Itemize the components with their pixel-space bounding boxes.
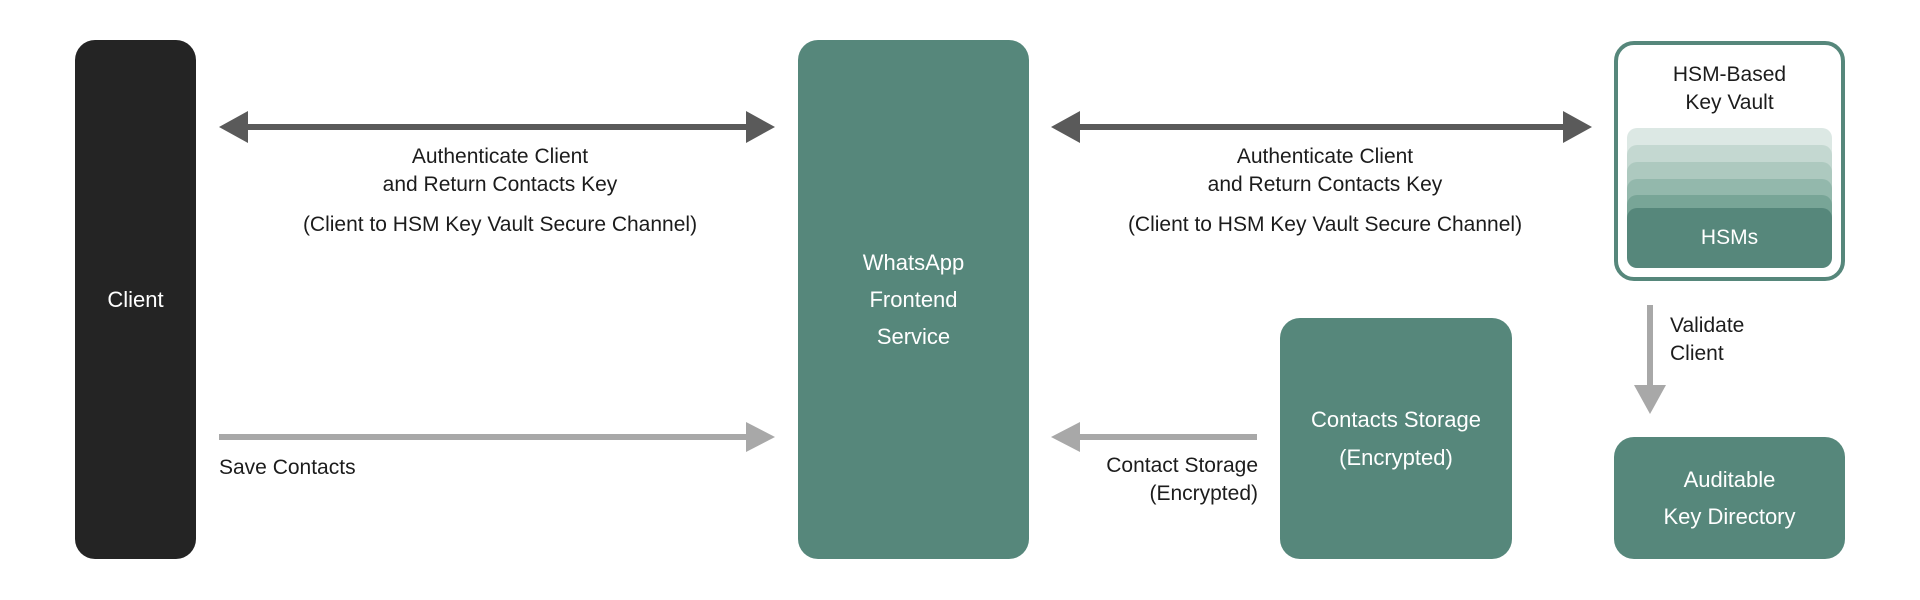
- hsms-box: HSMs: [1627, 208, 1832, 268]
- arrow-client-frontend-auth: [219, 111, 775, 143]
- contact-storage-label: Contact Storage (Encrypted): [1040, 452, 1258, 508]
- frontend-label-line-1: WhatsApp: [862, 250, 965, 275]
- auth-label-line-3: (Client to HSM Key Vault Secure Channel): [1127, 213, 1523, 236]
- auth-label-line-2: and Return Contacts Key: [1207, 173, 1443, 196]
- contacts-storage-line-1: Contacts Storage: [1311, 406, 1481, 432]
- frontend-label-line-3: Service: [876, 324, 951, 349]
- save-contacts-label: Save Contacts: [219, 454, 356, 482]
- arrow-contact-storage: [1051, 422, 1257, 452]
- contact-storage-line-2: (Encrypted): [1149, 482, 1258, 505]
- arrow-validate-client: [1634, 305, 1666, 414]
- auth-label-line-1: Authenticate Client: [411, 145, 589, 168]
- hsm-key-vault-node: HSM-Based Key Vault HSMs: [1614, 41, 1845, 281]
- contact-storage-line-1: Contact Storage: [1106, 454, 1258, 477]
- validate-client-label: Validate Client: [1670, 312, 1744, 368]
- vault-title-line-2: Key Vault: [1685, 91, 1774, 114]
- arrow-save-contacts: [219, 422, 775, 452]
- frontend-vault-auth-label: Authenticate Client and Return Contacts …: [1075, 143, 1575, 239]
- validate-line-1: Validate: [1670, 314, 1745, 337]
- frontend-service-node: WhatsApp Frontend Service: [798, 40, 1029, 559]
- save-contacts-text: Save Contacts: [219, 456, 356, 479]
- vault-title: HSM-Based Key Vault: [1618, 61, 1841, 117]
- client-label: Client: [107, 287, 164, 312]
- arrow-frontend-vault-auth: [1051, 111, 1592, 143]
- validate-line-2: Client: [1670, 342, 1724, 365]
- auditable-key-directory-node: Auditable Key Directory: [1614, 437, 1845, 559]
- vault-title-line-1: HSM-Based: [1672, 63, 1787, 86]
- auth-label-line-3: (Client to HSM Key Vault Secure Channel): [302, 213, 698, 236]
- frontend-label-line-2: Frontend: [869, 287, 958, 312]
- contacts-storage-node: Contacts Storage (Encrypted): [1280, 318, 1512, 559]
- key-directory-line-1: Auditable: [1683, 467, 1776, 492]
- key-directory-line-2: Key Directory: [1663, 504, 1796, 529]
- contacts-storage-line-2: (Encrypted): [1339, 444, 1453, 470]
- auth-label-line-2: and Return Contacts Key: [382, 173, 618, 196]
- auth-label-line-1: Authenticate Client: [1236, 145, 1414, 168]
- client-node: Client: [75, 40, 196, 559]
- client-frontend-auth-label: Authenticate Client and Return Contacts …: [250, 143, 750, 239]
- hsms-label: HSMs: [1700, 226, 1759, 249]
